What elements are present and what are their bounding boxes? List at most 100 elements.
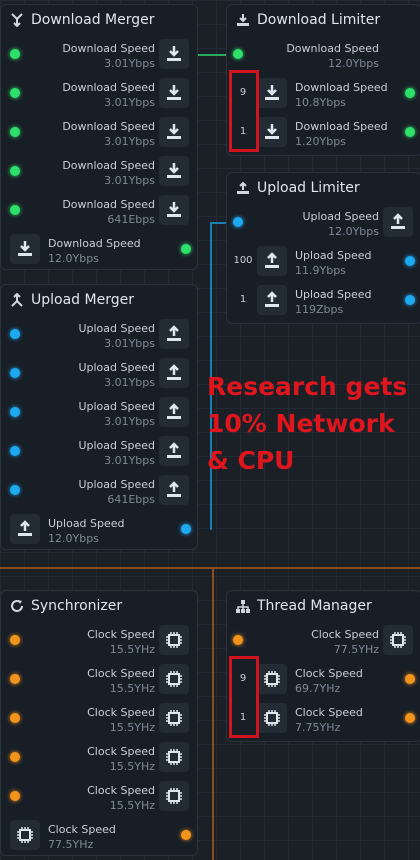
clock-wire [0,567,420,569]
download-icon[interactable] [159,156,189,186]
port-label: Upload Speed [78,322,155,335]
port-value: 7.75YHz [295,721,341,734]
download-icon[interactable] [159,117,189,147]
input-port[interactable] [10,88,20,98]
download-limit-icon [235,12,251,28]
output-port[interactable] [405,713,415,723]
output-port[interactable] [405,88,415,98]
highlight-box [229,656,259,738]
download-icon[interactable] [159,39,189,69]
hierarchy-icon [235,598,251,614]
split-amount-field[interactable]: 100 [233,255,253,266]
upload-icon[interactable] [159,397,189,427]
split-amount-field[interactable]: 1 [239,294,247,305]
upload-icon[interactable] [159,436,189,466]
cpu-chip-icon[interactable] [159,703,189,733]
output-port[interactable] [181,830,191,840]
cpu-chip-icon[interactable] [159,664,189,694]
port-label: Clock Speed [87,784,155,797]
input-port[interactable] [10,205,20,215]
node-header[interactable]: Download Merger [1,5,197,35]
input-port[interactable] [10,49,20,59]
upload-icon[interactable] [159,475,189,505]
input-port[interactable] [10,485,20,495]
port-label: Upload Speed [295,288,372,301]
upload-icon[interactable] [383,207,413,237]
download-icon[interactable] [159,78,189,108]
input-port[interactable] [10,713,20,723]
node-header[interactable]: Thread Manager [227,591,420,621]
input-port[interactable] [10,674,20,684]
input-port[interactable] [10,368,20,378]
upload-icon[interactable] [257,285,287,315]
node-header[interactable]: Upload Merger [1,285,197,315]
split-amount-field[interactable]: 9 [239,87,247,98]
cpu-chip-icon[interactable] [257,703,287,733]
input-port[interactable] [10,407,20,417]
input-port[interactable] [10,329,20,339]
cpu-chip-icon[interactable] [159,625,189,655]
upload-icon[interactable] [159,319,189,349]
input-port[interactable] [10,791,20,801]
cpu-chip-icon[interactable] [257,664,287,694]
input-port[interactable] [233,217,243,227]
output-port[interactable] [181,524,191,534]
input-port[interactable] [10,635,20,645]
port-value: 12.0Ybps [328,57,379,70]
port-label: Download Speed [62,120,155,133]
annotation-text: Research gets 10% Network & CPU [207,368,420,479]
port-label: Upload Speed [78,361,155,374]
cpu-chip-icon[interactable] [159,781,189,811]
split-amount-field[interactable]: 9 [239,673,247,684]
node-title: Download Merger [31,12,155,28]
upload-icon[interactable] [257,246,287,276]
port-value: 3.01Ybps [104,174,155,187]
input-port[interactable] [233,49,243,59]
input-port[interactable] [10,166,20,176]
upload-wire [210,222,212,530]
download-icon[interactable] [257,117,287,147]
port-value: 641Ebps [107,493,155,506]
port-value: 1.20Ybps [295,135,346,148]
split-amount-field[interactable]: 1 [239,126,247,137]
port-label: Clock Speed [87,706,155,719]
download-icon[interactable] [10,234,40,264]
output-port[interactable] [405,256,415,266]
output-port[interactable] [405,127,415,137]
port-label: Upload Speed [48,517,125,530]
input-port[interactable] [10,446,20,456]
input-port[interactable] [233,635,243,645]
cpu-chip-icon[interactable] [383,625,413,655]
node-header[interactable]: Upload Limiter [227,173,420,203]
output-port[interactable] [181,244,191,254]
download-icon[interactable] [257,78,287,108]
download-icon[interactable] [159,195,189,225]
port-label: Clock Speed [87,628,155,641]
upload-icon[interactable] [10,514,40,544]
input-port[interactable] [10,752,20,762]
input-port[interactable] [10,127,20,137]
upload-icon[interactable] [159,358,189,388]
split-amount-field[interactable]: 1 [239,712,247,723]
node-header[interactable]: Download Limiter [227,5,420,35]
output-port[interactable] [405,674,415,684]
node-header[interactable]: Synchronizer [1,591,197,621]
cpu-chip-icon[interactable] [159,742,189,772]
output-port[interactable] [405,295,415,305]
cpu-chip-icon[interactable] [10,820,40,850]
port-value: 3.01Ybps [104,337,155,350]
highlight-box [229,70,259,152]
